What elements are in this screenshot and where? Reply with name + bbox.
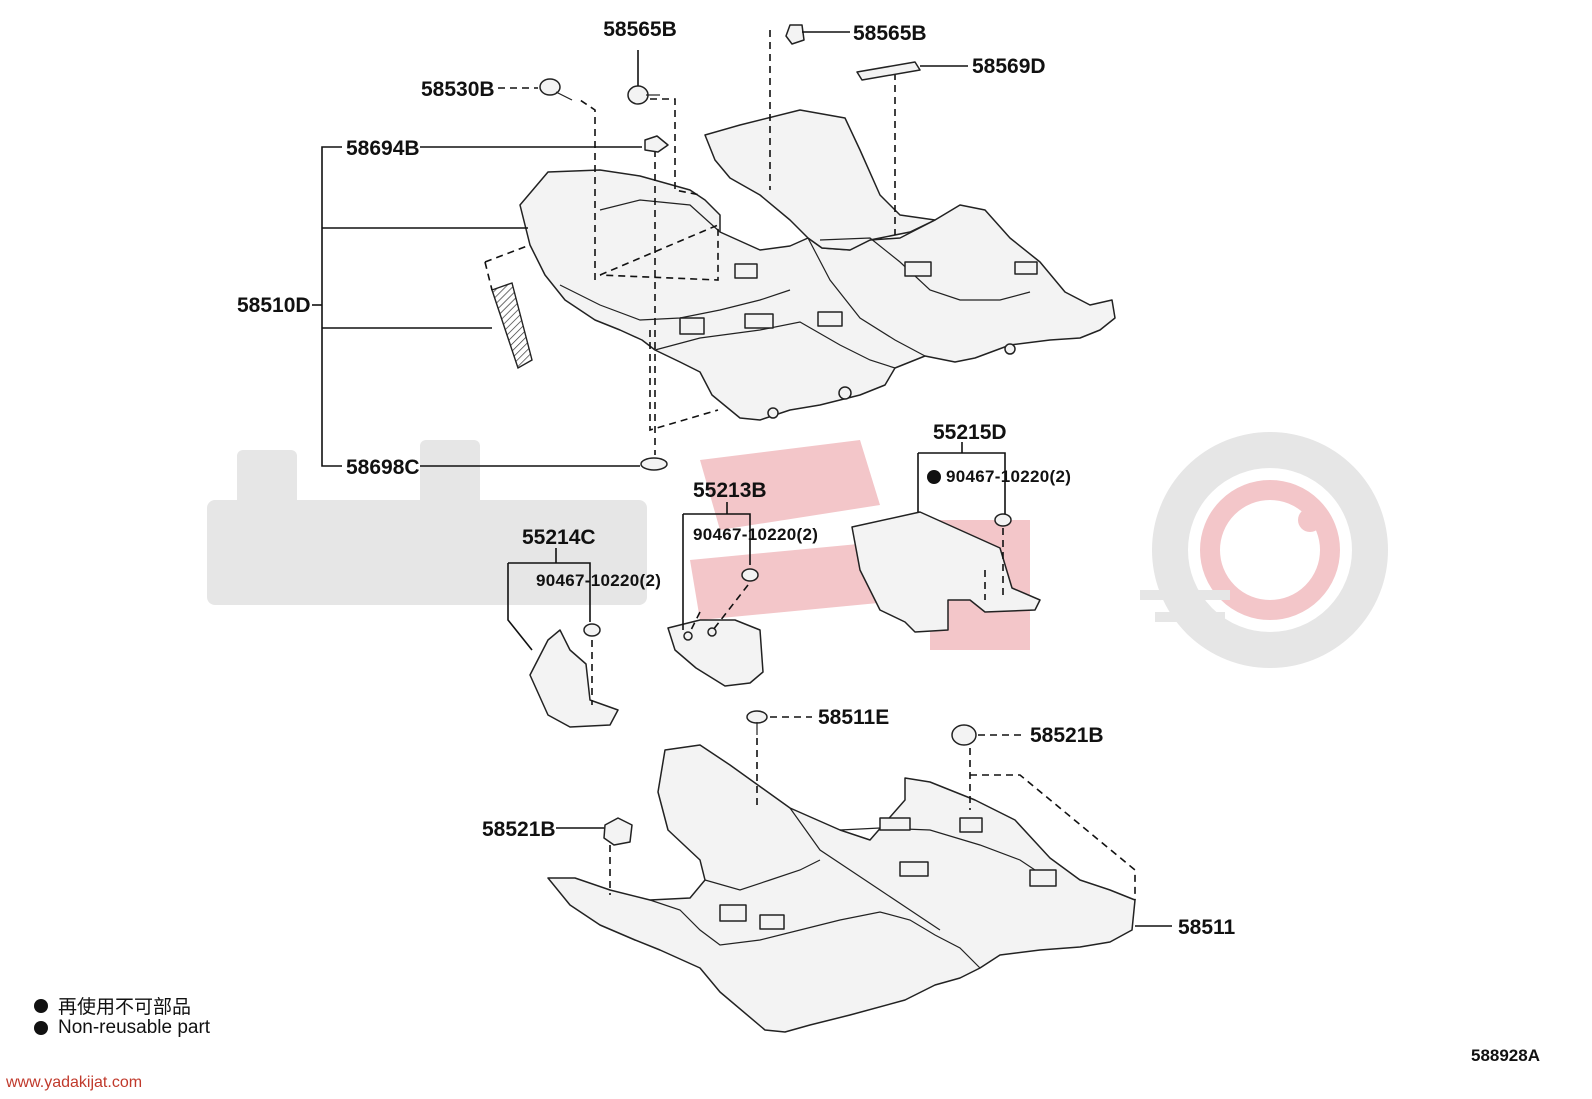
non-reusable-dot-55215d bbox=[927, 470, 941, 484]
label-55213b-sub: 90467-10220(2) bbox=[693, 525, 818, 544]
watermark-logo bbox=[207, 432, 1388, 668]
legend-bullet-icon bbox=[34, 1021, 48, 1035]
label-55215d: 55215D bbox=[933, 421, 1007, 444]
label-55215d-sub: 90467-10220(2) bbox=[946, 467, 1071, 486]
label-58698c: 58698C bbox=[346, 456, 420, 479]
legend-text-en: Non-reusable part bbox=[58, 1017, 211, 1038]
heel-pad bbox=[484, 244, 533, 370]
diagram-reference-code: 588928A bbox=[1470, 1046, 1540, 1065]
label-58510d: 58510D bbox=[237, 294, 311, 317]
label-58565b-right: 58565B bbox=[853, 22, 927, 45]
clip-58521b-right bbox=[951, 724, 1136, 900]
clip-58565b-right bbox=[785, 24, 850, 45]
upper-floor-carpet bbox=[519, 109, 1116, 421]
clip-58694b bbox=[420, 135, 669, 153]
watermark-url[interactable]: www.yadakijat.com bbox=[6, 1074, 143, 1091]
footrest-55214c bbox=[507, 548, 619, 728]
legend-bullet-icon bbox=[34, 998, 48, 1013]
clip-58511e bbox=[746, 710, 812, 810]
footrest-55215d bbox=[851, 442, 1041, 633]
label-58530b: 58530B bbox=[421, 78, 495, 101]
legend-row-1: 再使用不可部品 bbox=[34, 992, 191, 1019]
strip-58569d bbox=[856, 61, 968, 81]
footrest-55213b bbox=[667, 502, 764, 687]
label-58511: 58511 bbox=[1178, 916, 1236, 939]
label-58511e: 58511E bbox=[818, 706, 889, 729]
label-58521b-left: 58521B bbox=[482, 818, 556, 841]
legend-row-2: Non-reusable part bbox=[34, 1017, 210, 1039]
label-58565b-top: 58565B bbox=[603, 18, 677, 41]
clip-58521b-left bbox=[556, 817, 633, 895]
label-58521b-right: 58521B bbox=[1030, 724, 1104, 747]
label-55214c-sub: 90467-10220(2) bbox=[536, 571, 661, 590]
label-55213b: 55213B bbox=[693, 479, 767, 502]
grommet-58698c bbox=[420, 457, 668, 471]
legend-text-jp: 再使用不可部品 bbox=[58, 997, 192, 1018]
label-58569d: 58569D bbox=[972, 55, 1046, 78]
label-58694b: 58694B bbox=[346, 137, 420, 160]
lower-floor-carpet bbox=[547, 744, 1136, 1033]
clip-58565b-top bbox=[627, 50, 660, 105]
clip-58530b bbox=[498, 78, 573, 101]
label-55214c: 55214C bbox=[522, 526, 596, 549]
